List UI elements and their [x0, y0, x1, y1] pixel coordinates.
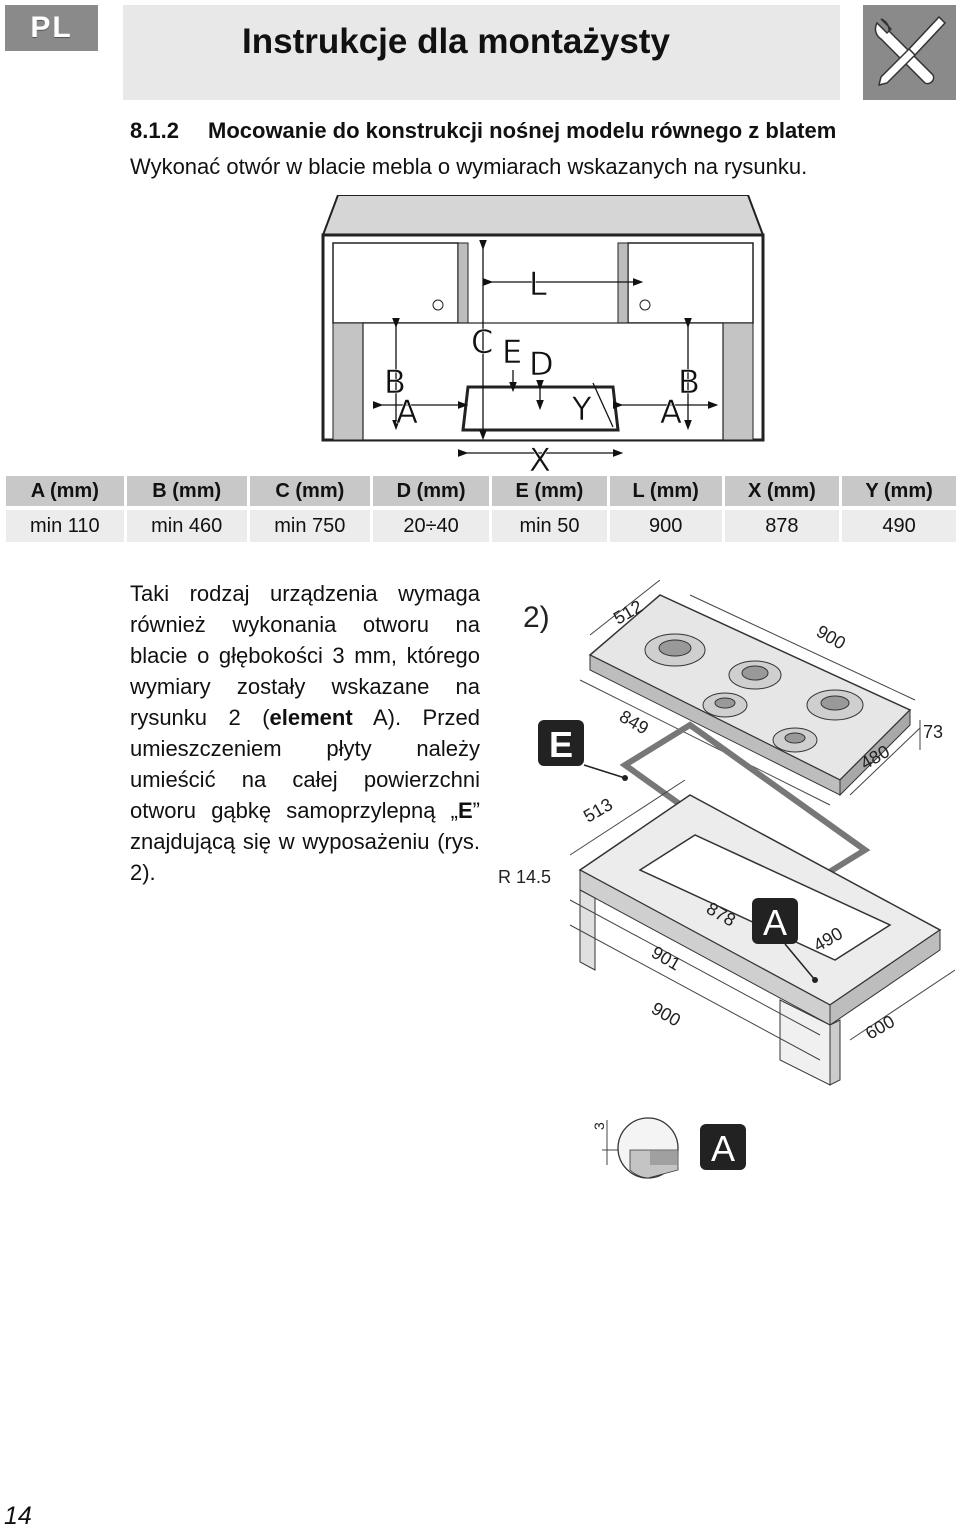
label-A-right: A [660, 393, 682, 431]
page-title: Instrukcje dla montażysty [242, 22, 670, 61]
dim-849: 849 [616, 706, 652, 738]
para-text-2: A). Przed umieszczeniem płyty należy umi… [130, 705, 480, 823]
callout-A-label: A [763, 902, 787, 943]
label-L: L [529, 265, 547, 303]
label-A-left: A [396, 393, 418, 431]
table-header-row: A (mm) B (mm) C (mm) D (mm) E (mm) L (mm… [6, 476, 956, 506]
figure-caption: 2) [523, 601, 550, 634]
table-cell: 900 [609, 506, 722, 542]
table-cell: min 460 [126, 506, 247, 542]
page-number: 14 [4, 1502, 32, 1530]
label-X: X [529, 441, 551, 473]
section-heading: 8.1.2 Mocowanie do konstrukcji nośnej mod… [130, 118, 836, 144]
section-number: 8.1.2 [130, 118, 179, 143]
dimensions-table: A (mm) B (mm) C (mm) D (mm) E (mm) L (mm… [3, 476, 959, 542]
dim-900-worktop: 900 [648, 998, 684, 1030]
table-header: L (mm) [609, 476, 722, 506]
section-title: Mocowanie do konstrukcji nośnej modelu r… [208, 118, 837, 143]
table-cell: 490 [842, 506, 956, 542]
para-text-1: Taki rodzaj urządzenia wymaga również wy… [130, 581, 480, 730]
dim-depth: 3 [591, 1122, 607, 1130]
label-E: E [502, 333, 522, 371]
para-bold-2: E [457, 798, 473, 823]
table-header: C (mm) [249, 476, 370, 506]
language-badge: PL [5, 5, 98, 51]
dim-513: 513 [580, 794, 616, 826]
table-header: D (mm) [372, 476, 490, 506]
table-row: min 110 min 460 min 750 20÷40 min 50 900… [6, 506, 956, 542]
table-cell: min 110 [6, 506, 124, 542]
callout-E [538, 720, 584, 766]
table-header: X (mm) [724, 476, 840, 506]
clearance-diagram: L C E D B B A A Y X [318, 194, 768, 479]
callout-A [752, 898, 798, 944]
detail-A-diagram: 3 A [590, 1110, 760, 1185]
callout-E-label: E [549, 724, 573, 765]
table-header: E (mm) [492, 476, 607, 506]
para-text-3: ” znajdującą się w wyposażeniu (rys. 2). [130, 798, 480, 885]
label-C: C [471, 323, 493, 361]
tools-icon [863, 5, 956, 100]
table-cell: min 50 [492, 506, 607, 542]
dim-900-hob: 900 [813, 621, 849, 653]
label-D: D [529, 345, 554, 383]
table-cell: 20÷40 [372, 506, 490, 542]
para-bold-1: element [269, 705, 353, 730]
callout-A-detail [700, 1124, 746, 1170]
instructions-paragraph: Taki rodzaj urządzenia wymaga również wy… [130, 578, 480, 888]
table-header: A (mm) [6, 476, 124, 506]
dim-73: 73 [923, 722, 943, 742]
table-cell: min 750 [249, 506, 370, 542]
label-Y: Y [571, 390, 592, 428]
intro-text: Wykonać otwór w blacie mebla o wymiarach… [130, 154, 808, 179]
hob-installation-diagram: E A 2) 512 900 849 73 480 [490, 579, 956, 1095]
label-B-left: B [384, 363, 406, 401]
label-B-right: B [678, 363, 700, 401]
table-header: B (mm) [126, 476, 247, 506]
dim-radius: R 14.5 [498, 867, 551, 887]
header-bar [123, 5, 840, 100]
callout-A-detail-label: A [711, 1128, 735, 1169]
table-cell: 878 [724, 506, 840, 542]
dim-600: 600 [862, 1011, 898, 1043]
table-header: Y (mm) [842, 476, 956, 506]
